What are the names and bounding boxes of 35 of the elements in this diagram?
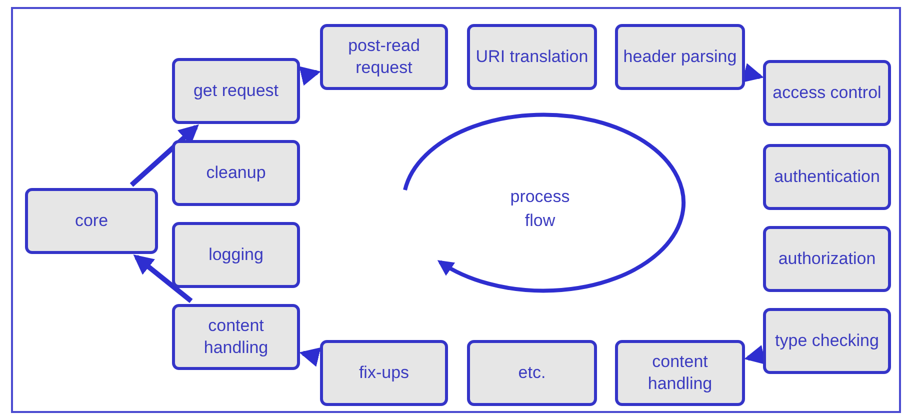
- process-box: [25, 188, 158, 254]
- arrow: [299, 347, 321, 367]
- process-box: [320, 24, 448, 90]
- box-label: access control: [772, 82, 882, 104]
- process-box: [172, 304, 300, 370]
- process-box: [467, 24, 597, 90]
- box-label: content handling: [646, 350, 714, 395]
- process-box: [763, 308, 891, 374]
- flow-label: process flow: [509, 186, 571, 232]
- process-box: [320, 340, 448, 406]
- box-label: cleanup: [206, 162, 266, 184]
- arrow: [133, 254, 193, 303]
- box-label: header parsing: [623, 46, 737, 68]
- process-box: [615, 24, 745, 90]
- process-box: [467, 340, 597, 406]
- box-label: get request: [193, 80, 279, 102]
- box-label: core: [74, 210, 108, 232]
- box-label: URI translation: [476, 46, 588, 68]
- process-box: [172, 58, 300, 124]
- process-box: [172, 222, 300, 288]
- box-label: content handling: [202, 314, 270, 359]
- box-label: logging: [208, 244, 264, 266]
- box-label: authorization: [778, 248, 876, 270]
- arrow: [130, 124, 199, 187]
- box-label: post-read request: [347, 34, 421, 79]
- box-label: authentication: [774, 166, 880, 188]
- process-box: [763, 60, 891, 126]
- box-label: etc.: [518, 362, 546, 384]
- process-box: [763, 144, 891, 210]
- process-box: [172, 140, 300, 206]
- arrow: [299, 66, 321, 86]
- box-label: type checking: [775, 330, 879, 352]
- process-box: [763, 226, 891, 292]
- box-label: fix-ups: [358, 362, 410, 384]
- process-box: [615, 340, 745, 406]
